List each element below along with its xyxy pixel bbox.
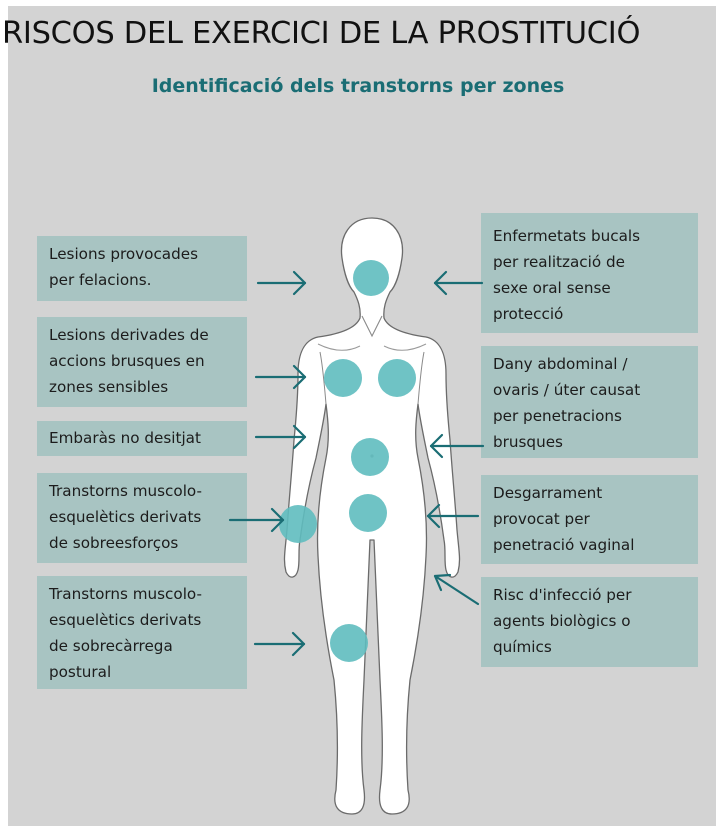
zone-left-breast (324, 359, 362, 397)
zone-abdomen (351, 438, 389, 476)
zone-knee (330, 624, 368, 662)
arrow-right-icon (254, 364, 307, 390)
arrow-right-icon (253, 631, 306, 657)
collarbone-left (317, 343, 361, 351)
arrow-diagonal-icon (433, 573, 480, 606)
label-risc-infeccio: Risc d'infecció per agents biològics o q… (481, 577, 698, 667)
zone-hand (279, 505, 317, 543)
label-desgarrament: Desgarrament provocat per penetració vag… (481, 475, 698, 564)
zone-right-breast (378, 359, 416, 397)
infographic-title: RISCOS DEL EXERCICI DE LA PROSTITUCIÓ (2, 16, 641, 51)
arrow-left-icon (433, 270, 484, 296)
label-embaras: Embaràs no desitjat (37, 421, 247, 456)
arrow-left-icon (426, 503, 480, 529)
label-enfermetats-bucals: Enfermetats bucals per realització de se… (481, 213, 698, 333)
label-accions-brusques: Lesions derivades de accions brusques en… (37, 317, 247, 407)
neck-detail (361, 315, 383, 338)
label-felacions: Lesions provocades per felacions. (37, 236, 247, 301)
zone-mouth (353, 260, 389, 296)
arm-line-right (417, 351, 425, 405)
infographic-subtitle: Identificació dels transtorns per zones (151, 75, 565, 97)
arrow-left-icon (429, 433, 485, 459)
arrow-right-icon (254, 424, 307, 450)
label-sobrecarrega-postural: Transtorns muscolo- esquelètics derivats… (37, 576, 247, 689)
arrow-right-icon (256, 270, 307, 296)
label-sobreesforcos: Transtorns muscolo- esquelètics derivats… (37, 473, 247, 563)
zone-genital-area (349, 494, 387, 532)
collarbone-right (383, 343, 427, 351)
arm-line-left (319, 351, 327, 405)
label-dany-abdominal: Dany abdominal / ovaris / úter causat pe… (481, 346, 698, 458)
arrow-right-icon (228, 507, 285, 533)
